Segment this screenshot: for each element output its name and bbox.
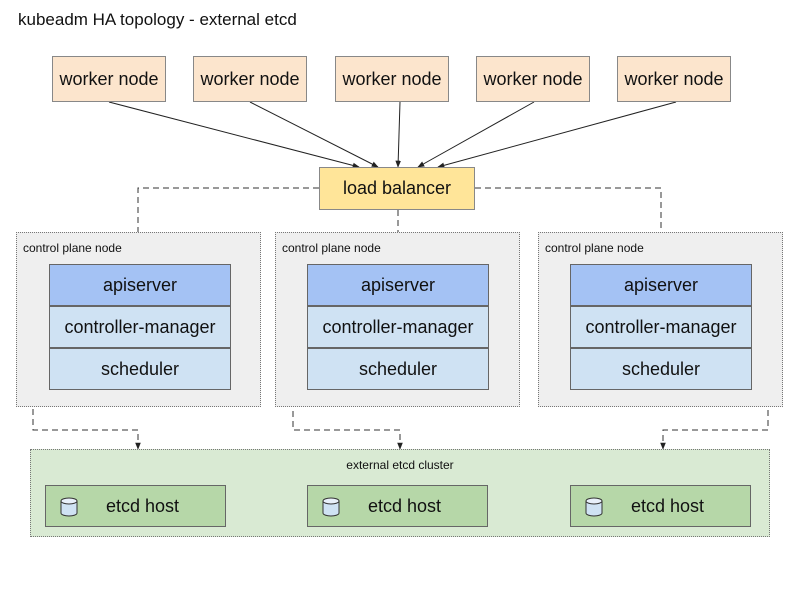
apiserver: apiserver	[49, 264, 231, 306]
etcd-host: etcd host	[570, 485, 751, 527]
worker-to-lb-arrow	[249, 101, 379, 168]
control-plane-label: control plane node	[545, 241, 644, 255]
worker-to-lb-arrow	[417, 101, 535, 168]
scheduler: scheduler	[49, 348, 231, 390]
etcd-cluster-label: external etcd cluster	[346, 458, 454, 472]
controller-manager: controller-manager	[570, 306, 752, 348]
controller-manager: controller-manager	[49, 306, 231, 348]
worker-node: worker node	[193, 56, 307, 102]
etcd-host-label: etcd host	[105, 495, 180, 516]
etcd-host: etcd host	[307, 485, 488, 527]
apiserver: apiserver	[570, 264, 752, 306]
scheduler: scheduler	[570, 348, 752, 390]
worker-to-lb-arrow	[108, 101, 360, 169]
database-cylinder-icon	[585, 497, 603, 517]
load-balancer: load balancer	[319, 167, 475, 210]
database-cylinder-icon	[322, 497, 340, 517]
worker-to-lb-arrow	[437, 101, 677, 169]
worker-node: worker node	[335, 56, 449, 102]
worker-to-lb-arrow	[395, 101, 401, 168]
etcd-host-label: etcd host	[630, 495, 705, 516]
control-plane-label: control plane node	[282, 241, 381, 255]
database-cylinder-icon	[60, 497, 78, 517]
controller-manager: controller-manager	[307, 306, 489, 348]
etcd-host: etcd host	[45, 485, 226, 527]
apiserver: apiserver	[307, 264, 489, 306]
lb-to-apiserver-link	[475, 187, 662, 264]
etcd-host-label: etcd host	[367, 495, 442, 516]
worker-node: worker node	[617, 56, 731, 102]
control-plane-label: control plane node	[23, 241, 122, 255]
scheduler: scheduler	[307, 348, 489, 390]
worker-node: worker node	[476, 56, 590, 102]
worker-node: worker node	[52, 56, 166, 102]
diagram-title: kubeadm HA topology - external etcd	[18, 10, 297, 29]
